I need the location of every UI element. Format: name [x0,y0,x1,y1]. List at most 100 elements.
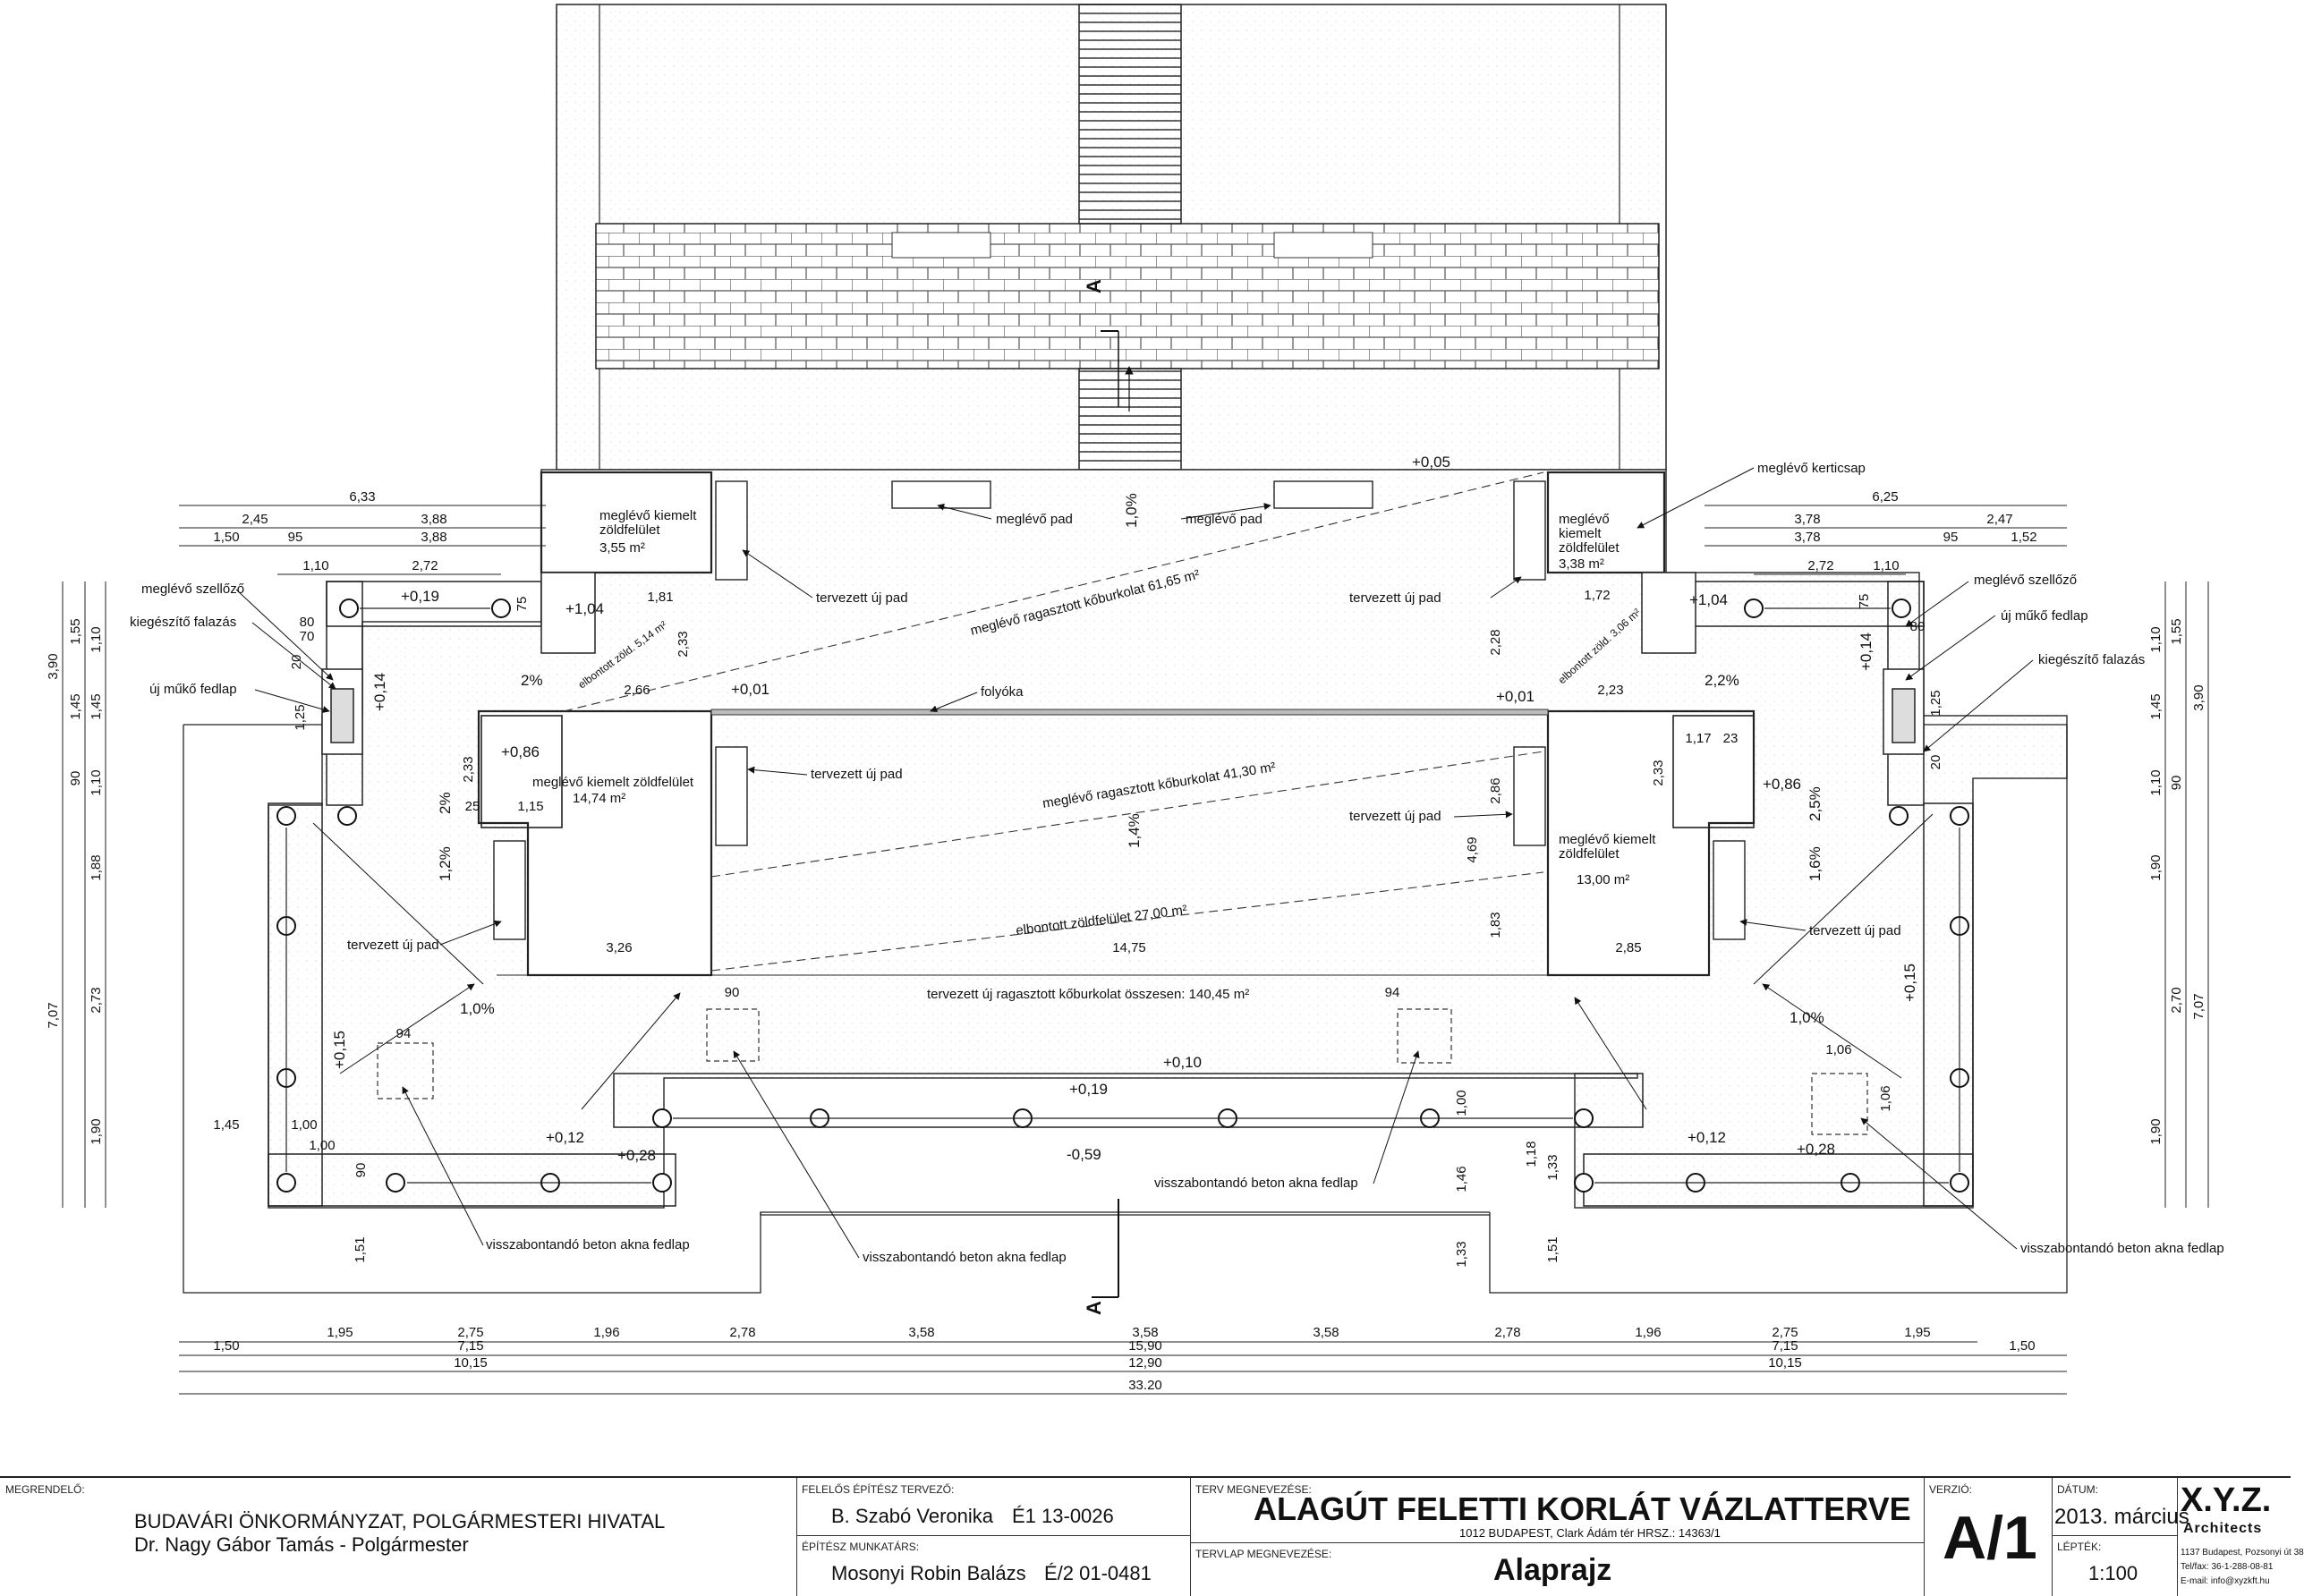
firm-logo: X.Y.Z. [2181,1481,2272,1519]
svg-text:1,81: 1,81 [647,590,673,605]
date-caption: DÁTUM: [2057,1483,2098,1496]
svg-text:folyóka: folyóka [981,684,1024,700]
architect-id: É1 13-0026 [1012,1505,1114,1527]
svg-text:1,10: 1,10 [2148,626,2164,652]
svg-text:+0,19: +0,19 [1069,1081,1108,1098]
svg-text:20: 20 [1928,755,1943,770]
firm-address: 1137 Budapest, Pozsonyi út 38 [2181,1548,2304,1558]
svg-text:1,2%: 1,2% [437,846,454,881]
svg-text:1,50: 1,50 [213,530,239,545]
drain-channel [710,709,1549,716]
svg-text:visszabontandó beton akna fedl: visszabontandó beton akna fedlap [1154,1176,1358,1191]
svg-text:2,33: 2,33 [461,756,476,782]
svg-text:tervezett új pad: tervezett új pad [811,767,903,782]
svg-text:1,55: 1,55 [2169,618,2184,644]
svg-text:90: 90 [353,1163,369,1178]
client-caption: MEGRENDELŐ: [5,1483,85,1496]
svg-text:3,38 m²: 3,38 m² [1559,556,1604,572]
client-line2: Dr. Nagy Gábor Tamás - Polgármester [134,1533,469,1556]
svg-text:6,33: 6,33 [349,489,375,505]
svg-text:kiegészítő falazás: kiegészítő falazás [130,615,236,630]
svg-text:4,69: 4,69 [1465,836,1480,862]
svg-text:2%: 2% [437,792,454,814]
svg-text:75: 75 [1857,594,1872,609]
date-cell: DÁTUM: 2013. március LÉPTÉK: 1:100 [2052,1478,2189,1596]
svg-text:visszabontandó beton akna fedl: visszabontandó beton akna fedlap [2020,1241,2224,1256]
svg-text:3,88: 3,88 [421,512,446,527]
slope-marks: 1,0% 2% 2% 1,2% 1,0% 1,4% 2,2% 2,5% 1,6%… [437,493,1824,1026]
svg-text:14,75: 14,75 [1112,940,1146,955]
dims-bottom: 1,95 2,75 1,96 2,78 3,58 3,58 3,58 2,78 … [213,1325,2035,1393]
svg-text:2,66: 2,66 [624,683,650,698]
svg-text:meglévő szellőző: meglévő szellőző [1974,573,2077,588]
svg-text:meglévő kerticsap: meglévő kerticsap [1757,461,1866,476]
dims-misc: 1,81 2,66 2,33 1,15 25 2,33 3,26 14,75 2… [213,588,1943,1268]
svg-text:2,33: 2,33 [1651,760,1666,785]
svg-text:2,86: 2,86 [1488,777,1503,803]
svg-text:1,0%: 1,0% [1790,1009,1824,1026]
svg-text:90: 90 [2169,776,2184,791]
version-cell: VERZIÓ: A/1 [1924,1478,2052,1596]
svg-text:tervezett új pad: tervezett új pad [347,938,439,953]
architect-caption: FELELŐS ÉPÍTÉSZ TERVEZŐ: [802,1483,955,1496]
svg-text:1,15: 1,15 [517,799,543,814]
svg-text:1,00: 1,00 [291,1117,317,1133]
svg-text:+0,15: +0,15 [331,1031,348,1069]
plan-address: 1012 BUDAPEST, Clark Ádám tér HRSZ.: 143… [1459,1526,1721,1540]
svg-text:+0,15: +0,15 [1901,964,1918,1002]
svg-text:15,90: 15,90 [1128,1338,1162,1354]
benches [493,480,1746,940]
svg-text:33.20: 33.20 [1128,1378,1162,1393]
svg-text:12,90: 12,90 [1128,1355,1162,1371]
svg-text:1,33: 1,33 [1545,1154,1560,1180]
svg-text:2,47: 2,47 [1986,512,2012,527]
parapet-rails [285,607,1960,1184]
svg-text:3,58: 3,58 [1132,1325,1158,1340]
plan-caption: TERV MEGNEVEZÉSE: [1195,1483,1312,1496]
svg-text:1,25: 1,25 [1928,690,1943,716]
svg-text:90: 90 [68,771,83,786]
sheet-caption: TERVLAP MEGNEVEZÉSE: [1195,1548,1332,1560]
svg-text:80: 80 [1910,619,1926,634]
dims-top: 6,33 2,45 3,88 1,50 95 3,88 1,10 2,72 6,… [213,489,2036,573]
svg-text:+0,05: +0,05 [1412,454,1450,471]
svg-text:tervezett új pad: tervezett új pad [1349,809,1441,824]
svg-text:1,17: 1,17 [1685,731,1711,746]
svg-text:+0,14: +0,14 [371,673,388,711]
area-boundaries [563,471,1544,972]
svg-text:1,45: 1,45 [2148,693,2164,719]
svg-text:7,15: 7,15 [457,1338,483,1354]
assistant-id: É/2 01-0481 [1044,1562,1152,1584]
section-marker-top: A [1083,279,1105,293]
svg-text:meglévő kiemelt: meglévő kiemelt [599,508,697,523]
firm-phone: Tel/fax: 36-1-288-08-81 [2181,1562,2274,1572]
svg-text:70: 70 [300,629,315,644]
version-value: A/1 [1943,1504,2037,1572]
svg-text:1,10: 1,10 [89,769,104,795]
scale-caption: LÉPTÉK: [2057,1541,2102,1553]
svg-text:1,25: 1,25 [293,704,308,730]
svg-text:1,95: 1,95 [327,1325,353,1340]
svg-text:7,07: 7,07 [46,1002,61,1028]
architect-name: B. Szabó Veronika [831,1505,994,1527]
svg-text:új műkő fedlap: új műkő fedlap [149,682,237,697]
svg-text:1,90: 1,90 [2148,1118,2164,1144]
dims-left: 3,90 1,55 1,10 1,45 1,45 90 1,10 1,88 7,… [46,618,104,1144]
svg-text:meglévő pad: meglévő pad [1186,512,1263,527]
svg-text:1,06: 1,06 [1825,1042,1851,1057]
client-cell: MEGRENDELŐ: BUDAVÁRI ÖNKORMÁNYZAT, POLGÁ… [0,1478,796,1596]
svg-text:7,07: 7,07 [2191,993,2206,1019]
svg-text:23: 23 [1723,731,1739,746]
svg-text:+0,28: +0,28 [1797,1141,1835,1158]
svg-text:+0,19: +0,19 [401,588,439,605]
svg-text:1,10: 1,10 [302,558,328,573]
svg-text:1,4%: 1,4% [1126,813,1143,848]
svg-text:1,51: 1,51 [1545,1236,1560,1262]
svg-text:2,85: 2,85 [1615,940,1641,955]
svg-text:1,10: 1,10 [89,626,104,652]
svg-text:1,00: 1,00 [309,1138,335,1153]
svg-text:tervezett új pad: tervezett új pad [816,590,908,606]
svg-text:+0,86: +0,86 [501,743,540,760]
svg-text:+1,04: +1,04 [1689,591,1728,608]
svg-text:tervezett új pad: tervezett új pad [1349,590,1441,606]
